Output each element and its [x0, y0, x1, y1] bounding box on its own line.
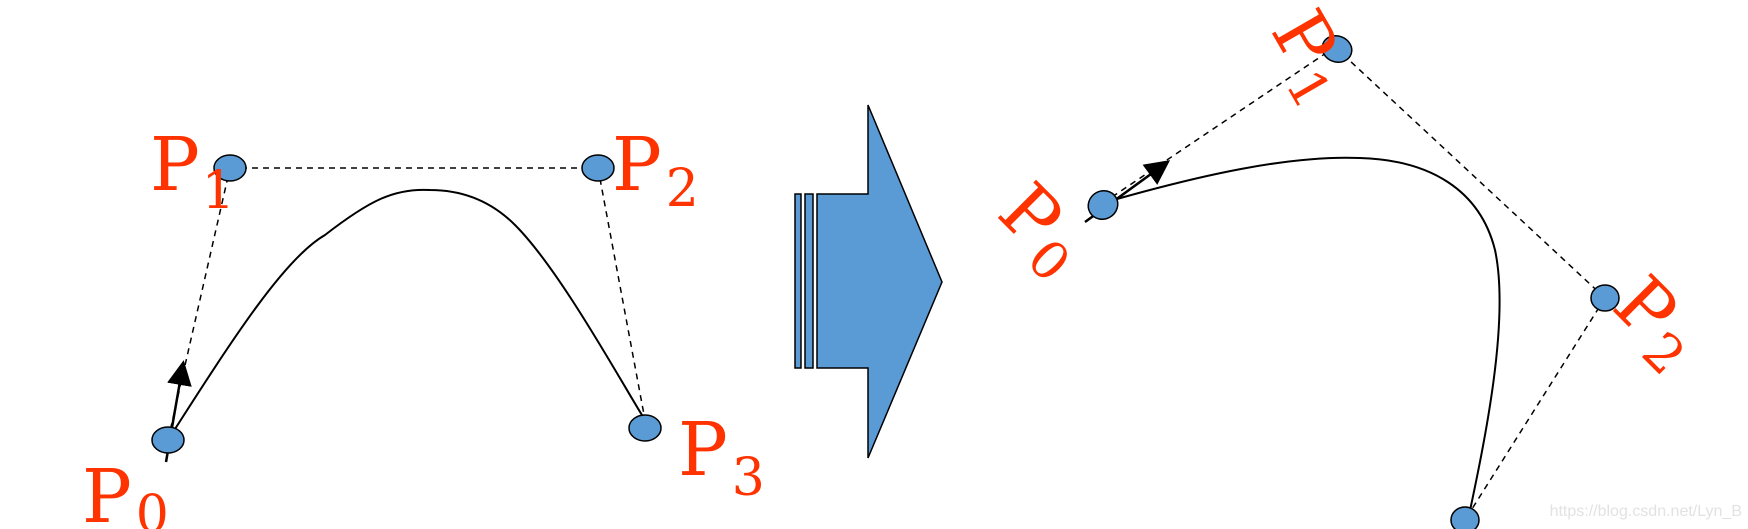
right-control-line-p2-p3 — [1464, 297, 1606, 521]
right-bezier-group: P0 P1 P2 — [977, 0, 1719, 529]
left-bezier-group: P0 P1 P2 P3 — [82, 122, 765, 529]
right-arrow-icon — [794, 104, 943, 459]
left-point-p1 — [213, 154, 247, 182]
left-point-p3 — [628, 414, 662, 442]
right-point-p3 — [1450, 506, 1480, 529]
right-control-line-p0-p1 — [1102, 46, 1336, 204]
left-label-p3: P3 — [678, 407, 765, 508]
right-bezier-curve — [1102, 156, 1501, 521]
left-label-p2: P2 — [612, 122, 699, 219]
left-control-line-p2-p3 — [597, 167, 646, 421]
right-point-p2 — [1590, 284, 1620, 312]
watermark: https://blog.csdn.net/Lyn_B — [1549, 503, 1742, 520]
left-label-p0: P0 — [82, 454, 169, 529]
left-point-p0 — [151, 426, 185, 454]
right-label-p2: P2 — [1592, 260, 1719, 387]
right-control-line-p1-p2 — [1334, 46, 1606, 299]
right-point-p0 — [1087, 189, 1119, 221]
left-label-p1: P1 — [150, 122, 235, 221]
right-label-p1: P1 — [1247, 0, 1373, 119]
left-point-p2 — [581, 154, 615, 182]
right-point-p1 — [1321, 35, 1353, 63]
left-bezier-curve — [167, 188, 646, 441]
right-label-p0: P0 — [977, 167, 1104, 294]
